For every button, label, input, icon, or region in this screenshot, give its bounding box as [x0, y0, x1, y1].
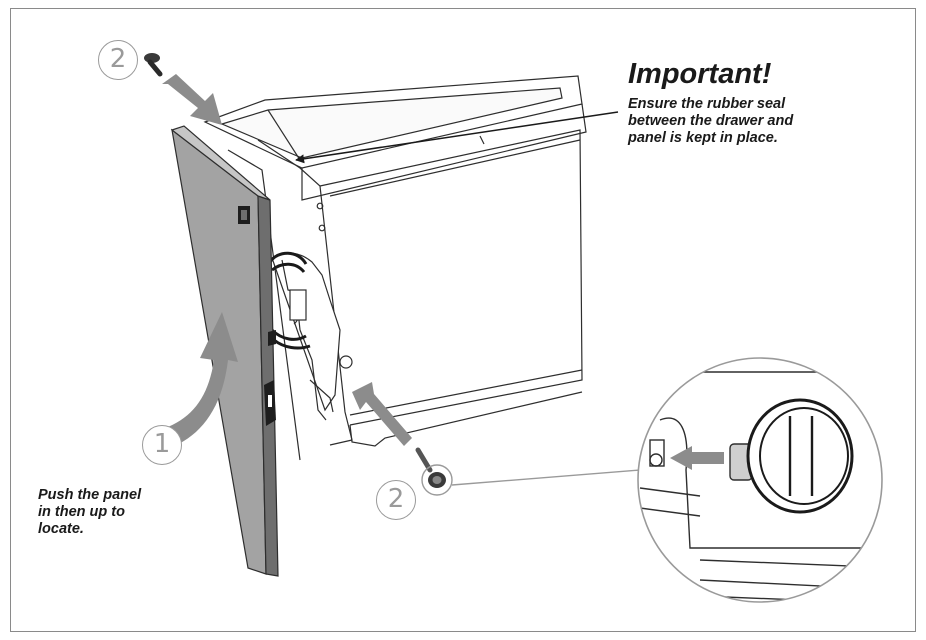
bottom-screw-icon [415, 447, 446, 488]
arrow-panel-push [160, 312, 238, 448]
important-note: Ensure the rubber seal between the drawe… [628, 96, 793, 147]
top-screw-icon [144, 53, 163, 77]
arrow-top-screw [162, 74, 222, 125]
step-2-bottom-callout: 2 [376, 480, 416, 520]
zoom-detail-circle [637, 357, 883, 603]
zoom-connector [421, 464, 641, 496]
important-line-3: panel is kept in place. [628, 130, 778, 146]
arrow-bottom-screw [352, 382, 412, 446]
zoom-insert-arrow [670, 446, 724, 470]
motion-arrows [160, 74, 412, 448]
instruction-line-3: locate. [38, 521, 84, 537]
important-line-1: Ensure the rubber seal [628, 96, 786, 112]
instruction-line-1: Push the panel [38, 487, 142, 503]
seal-leader-arrow [295, 111, 619, 164]
instruction-line-2: in then up to [38, 504, 125, 520]
drawer-body [203, 75, 587, 461]
important-line-2: between the drawer and [628, 113, 794, 129]
diagram-frame [10, 8, 916, 632]
step-2-top-callout: 2 [98, 40, 138, 80]
step-1-callout: 1 [142, 425, 182, 465]
important-title: Important! [628, 58, 772, 90]
instruction-note: Push the panel in then up to locate. [38, 487, 141, 538]
